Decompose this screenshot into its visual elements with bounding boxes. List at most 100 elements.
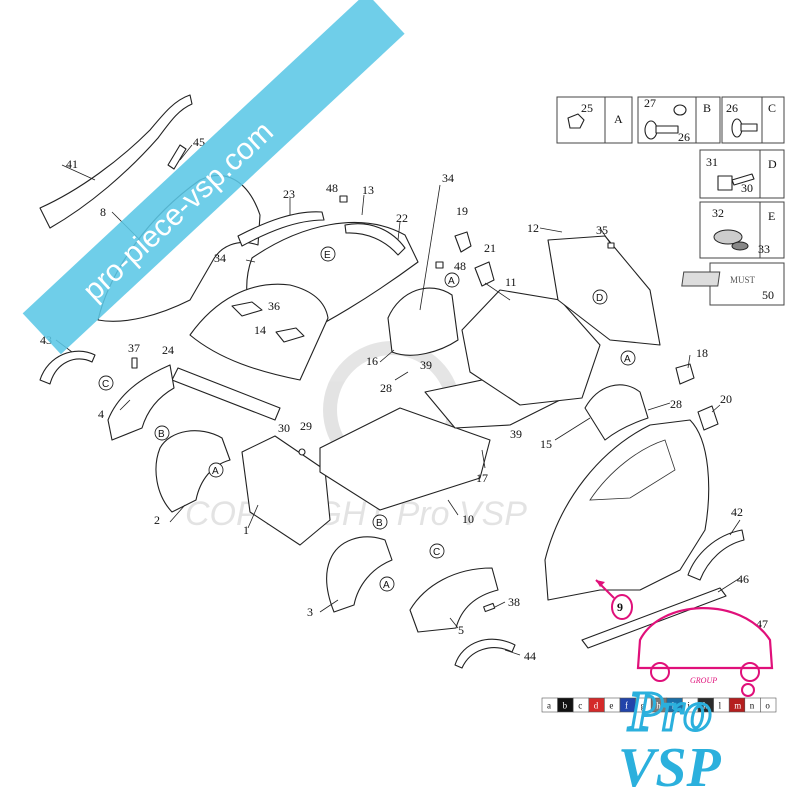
svg-text:E: E bbox=[324, 250, 331, 261]
leader-lines bbox=[55, 144, 741, 656]
ref-e-number-32: 32 bbox=[712, 206, 724, 220]
label-16: 16 bbox=[366, 354, 378, 368]
svg-text:D: D bbox=[596, 293, 603, 304]
part-22-header bbox=[344, 223, 406, 256]
part-36-panel bbox=[231, 301, 263, 317]
palette-label-c: c bbox=[578, 701, 582, 711]
label-48b: 48 bbox=[454, 259, 466, 273]
label-45: 45 bbox=[193, 135, 205, 149]
svg-text:B: B bbox=[376, 518, 383, 529]
part-5-front-wing bbox=[409, 567, 499, 633]
label-1: 1 bbox=[243, 523, 249, 537]
svg-text:A: A bbox=[383, 580, 390, 591]
callout-a-inner: A bbox=[444, 272, 460, 288]
part-4-wing-upper bbox=[107, 364, 175, 441]
part-43-arch bbox=[39, 350, 96, 385]
ref-a-letter: A bbox=[614, 112, 623, 126]
label-21: 21 bbox=[484, 241, 496, 255]
part-9-pointer bbox=[595, 579, 633, 620]
label-23: 23 bbox=[283, 187, 295, 201]
ref-50-number: 50 bbox=[762, 288, 774, 302]
reference-box-c: 26 C bbox=[721, 96, 785, 144]
label-30: 30 bbox=[278, 421, 290, 435]
part-29 bbox=[298, 448, 306, 456]
label-28b: 28 bbox=[670, 397, 682, 411]
callout-d-panel: D bbox=[592, 289, 608, 305]
palette-swatch-l bbox=[713, 697, 730, 713]
palette-label-m: m bbox=[734, 701, 741, 711]
part-labels: 41 8 45 43 23 48 13 22 34 34 19 21 48 36… bbox=[40, 135, 768, 663]
logo-dot-icon bbox=[741, 683, 755, 697]
part-35 bbox=[607, 242, 615, 249]
part-15-wheelhouse bbox=[584, 384, 649, 441]
part-41-sill bbox=[39, 94, 193, 229]
ref-d-letter: D bbox=[768, 157, 777, 171]
car-outline-icon bbox=[636, 607, 774, 670]
label-12: 12 bbox=[527, 221, 539, 235]
reference-box-a: 25 A bbox=[556, 96, 633, 144]
label-2: 2 bbox=[154, 513, 160, 527]
wheel-left-icon bbox=[650, 662, 670, 682]
part-14-panel bbox=[275, 327, 305, 343]
part-38 bbox=[483, 602, 496, 613]
brand-logo: GROUP Pro VSP bbox=[618, 607, 774, 799]
palette-label-i: i bbox=[672, 701, 675, 711]
reference-box-e: 32 33 E bbox=[699, 201, 785, 259]
part-48b bbox=[435, 261, 444, 269]
part-18 bbox=[675, 363, 695, 385]
ref-a-number: 25 bbox=[581, 101, 593, 115]
copyright-text: COPYRIGHT Pro VSP bbox=[185, 495, 527, 533]
part-46-sill bbox=[581, 587, 727, 649]
palette-label-g: g bbox=[641, 701, 646, 711]
reference-box-b: 27 26 B bbox=[637, 96, 721, 144]
callout-a-right: A bbox=[620, 350, 636, 366]
label-42: 42 bbox=[731, 505, 743, 519]
callout-c-top: C bbox=[98, 375, 114, 391]
part-48a bbox=[339, 195, 348, 203]
part-20 bbox=[697, 405, 719, 431]
label-4: 4 bbox=[98, 407, 104, 421]
palette-label-h: h bbox=[656, 701, 661, 711]
label-17: 17 bbox=[476, 471, 488, 485]
label-15: 15 bbox=[540, 437, 552, 451]
callout-a-lower: A bbox=[379, 576, 395, 592]
label-28a: 28 bbox=[380, 381, 392, 395]
part-45-strip bbox=[167, 144, 187, 170]
callout-e-roof: E bbox=[320, 246, 336, 262]
label-24: 24 bbox=[162, 343, 174, 357]
label-22: 22 bbox=[396, 211, 408, 225]
part-16-inner-arch bbox=[387, 287, 459, 356]
part-37 bbox=[131, 357, 138, 369]
ref-d-number-30: 30 bbox=[741, 181, 753, 195]
callout-b-left: B bbox=[154, 425, 170, 441]
callout-a-left: A bbox=[208, 462, 224, 478]
ref-badge-text: MUST bbox=[730, 275, 756, 285]
part-11-boot-floor bbox=[461, 289, 601, 406]
label-39b: 39 bbox=[510, 427, 522, 441]
label-5: 5 bbox=[458, 623, 464, 637]
logo-line-pro: Pro bbox=[627, 681, 712, 743]
svg-text:C: C bbox=[102, 379, 109, 390]
part-3-lower-liner bbox=[325, 536, 393, 613]
palette-label-d: d bbox=[594, 701, 599, 711]
label-41: 41 bbox=[66, 157, 78, 171]
part-19-bracket bbox=[454, 231, 472, 253]
label-14: 14 bbox=[254, 323, 266, 337]
ref-c-number: 26 bbox=[726, 101, 738, 115]
palette-label-b: b bbox=[563, 701, 568, 711]
group-label: GROUP bbox=[690, 676, 717, 685]
part-2-liner bbox=[155, 430, 231, 513]
callout-b-lower: B bbox=[372, 514, 388, 530]
palette-label-a: a bbox=[547, 701, 551, 711]
svg-text:B: B bbox=[158, 429, 165, 440]
label-10: 10 bbox=[462, 512, 474, 526]
svg-text:C: C bbox=[433, 547, 440, 558]
ref-b-number-27: 27 bbox=[644, 96, 656, 110]
callout-c-lower: C bbox=[429, 543, 445, 559]
part-24-cowl bbox=[171, 367, 281, 421]
palette-label-n: n bbox=[750, 701, 755, 711]
svg-text:A: A bbox=[624, 354, 631, 365]
label-29: 29 bbox=[300, 419, 312, 433]
